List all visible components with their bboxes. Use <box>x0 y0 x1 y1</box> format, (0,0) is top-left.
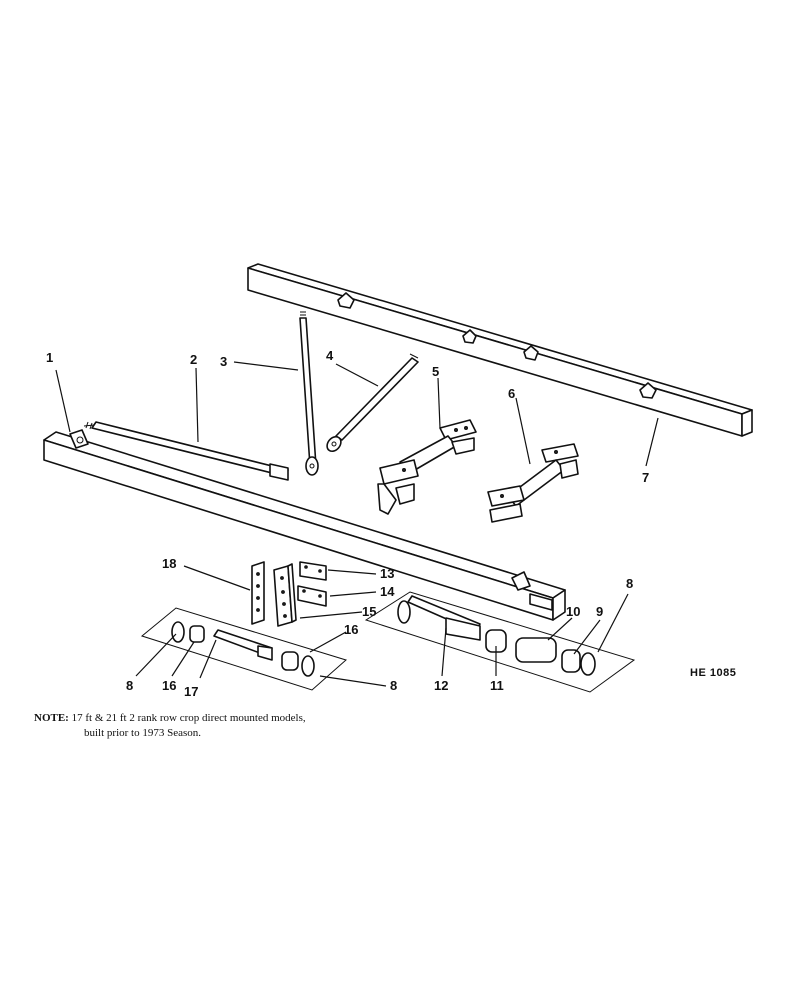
rod-part-3 <box>299 311 319 476</box>
note-label: NOTE: <box>34 712 69 724</box>
note-line-1: 17 ft & 21 ft 2 rank row crop direct mou… <box>71 712 306 724</box>
footnote: NOTE: 17 ft & 21 ft 2 rank row crop dire… <box>34 711 454 741</box>
callout-9: 9 <box>596 604 603 619</box>
plate-part-13 <box>299 561 327 581</box>
rod-part-2 <box>83 421 289 481</box>
front-beam-part-1 <box>43 429 566 621</box>
plate-part-15 <box>273 563 297 627</box>
callout-16-left: 16 <box>162 678 176 693</box>
callout-2: 2 <box>190 352 197 367</box>
leader-lines <box>55 361 659 687</box>
callout-4: 4 <box>326 348 334 363</box>
callout-8-right: 8 <box>626 576 633 591</box>
bracket-part-6 <box>487 443 579 523</box>
plate-part-18 <box>251 561 265 625</box>
rear-beam-part-7 <box>247 263 753 437</box>
callout-6: 6 <box>508 386 515 401</box>
callout-10: 10 <box>566 604 580 619</box>
plate-part-14 <box>297 585 327 607</box>
callout-13: 13 <box>380 566 394 581</box>
callout-11: 11 <box>490 678 504 693</box>
left-pin-assembly <box>140 607 348 691</box>
callout-8-left: 8 <box>126 678 133 693</box>
bracket-part-5 <box>377 419 477 515</box>
note-line-2: built prior to 1973 Season. <box>84 727 202 739</box>
right-pin-assembly <box>364 591 636 693</box>
callout-1: 1 <box>46 350 53 365</box>
callout-7: 7 <box>642 470 649 485</box>
callout-15: 15 <box>362 604 376 619</box>
callout-18: 18 <box>162 556 176 571</box>
callout-8-middle: 8 <box>390 678 397 693</box>
reference-code: HE 1085 <box>690 667 736 679</box>
callout-5: 5 <box>432 364 439 379</box>
callout-14: 14 <box>380 584 395 599</box>
callout-12: 12 <box>434 678 448 693</box>
rod-part-4 <box>326 353 419 453</box>
callout-16-right: 16 <box>344 622 358 637</box>
callout-17: 17 <box>184 684 198 699</box>
callout-3: 3 <box>220 354 227 369</box>
